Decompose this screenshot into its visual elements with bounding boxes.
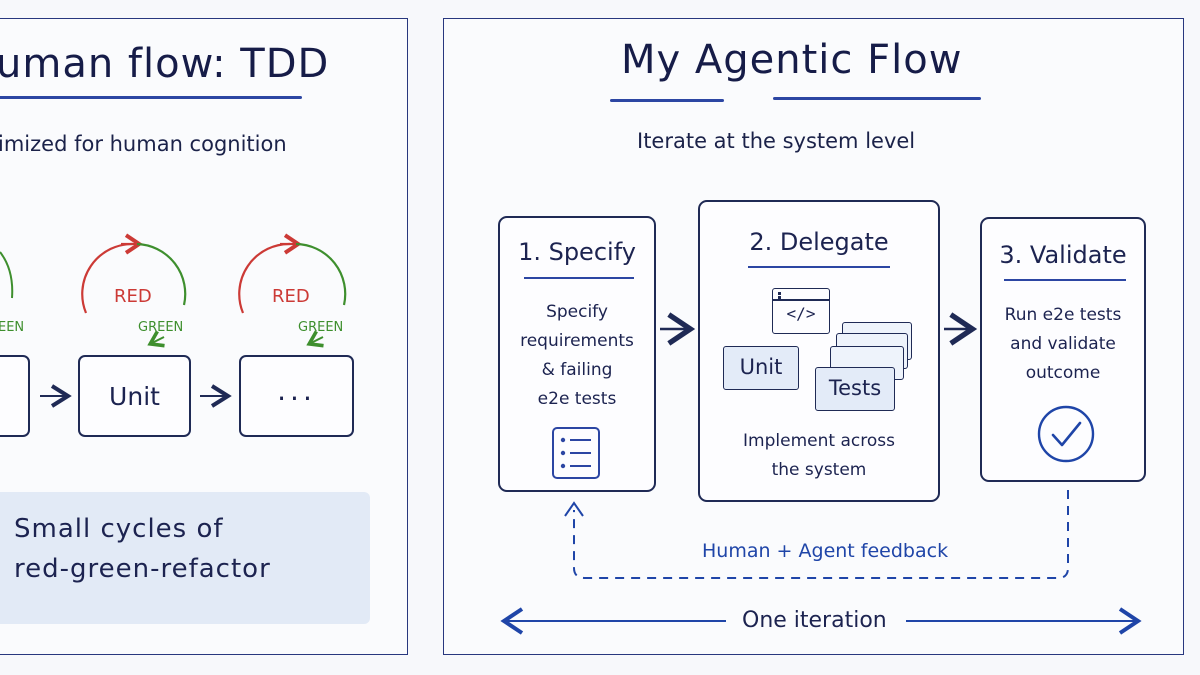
step-specify-box: 1. Specify Specify requirements & failin…	[498, 216, 656, 492]
feedback-loop-arrow	[564, 490, 1069, 579]
step-delegate-title: 2. Delegate	[749, 228, 889, 256]
code-window-symbol: </>	[786, 304, 816, 323]
tests-mini-label: Tests	[828, 376, 882, 400]
left-panel-title: uman flow: TDD	[0, 41, 330, 87]
cycle-2-icon	[238, 233, 347, 348]
step-delegate-body-2: the system	[771, 460, 867, 480]
step-validate-body-2: and validate	[1010, 334, 1116, 354]
step-specify-underline	[524, 277, 634, 279]
cycle-1-red-label: RED	[114, 286, 152, 307]
step-validate-box: 3. Validate Run e2e tests and validate o…	[980, 217, 1146, 482]
ellipsis-box: ...	[239, 355, 354, 437]
step-specify-body-2: requirements	[520, 331, 634, 351]
feedback-label: Human + Agent feedback	[702, 540, 949, 562]
cycle-2-red-label: RED	[272, 286, 310, 307]
check-circle-icon	[1037, 405, 1095, 463]
cycle-0-green-label: EEN	[0, 320, 25, 335]
partial-box	[0, 355, 30, 437]
step-specify-title: 1. Specify	[518, 238, 636, 266]
left-panel-subtitle: imized for human cognition	[0, 132, 287, 156]
right-panel-subtitle: Iterate at the system level	[637, 129, 916, 153]
step-validate-body-3: outcome	[1025, 363, 1101, 383]
checklist-icon	[552, 427, 600, 479]
code-window-icon: </>	[772, 288, 830, 334]
right-panel-title: My Agentic Flow	[621, 37, 963, 83]
unit-box: Unit	[78, 355, 191, 437]
left-title-underline	[0, 96, 302, 99]
summary-line-1: Small cycles of	[14, 514, 224, 544]
right-title-underline-1	[610, 99, 724, 102]
unit-mini-box: Unit	[723, 346, 799, 390]
step-delegate-body-1: Implement across	[743, 431, 895, 451]
cycle-0-icon	[0, 251, 14, 299]
iteration-label: One iteration	[742, 608, 887, 633]
summary-highlight	[0, 492, 370, 624]
ellipsis-box-label: ...	[277, 374, 316, 407]
unit-mini-label: Unit	[739, 355, 783, 379]
code-window-titlebar	[773, 299, 829, 301]
summary-line-2: red-green-refactor	[14, 554, 271, 584]
step-specify-body-1: Specify	[546, 302, 608, 322]
step-validate-title: 3. Validate	[999, 241, 1127, 269]
code-window-dots	[778, 292, 795, 296]
cycle-1-icon	[81, 233, 187, 348]
right-title-underline-2	[773, 97, 981, 100]
step-validate-body-1: Run e2e tests	[1004, 305, 1122, 325]
cycle-2-green-label: GREEN	[298, 320, 344, 335]
step-specify-body-3: & failing	[541, 360, 613, 380]
step-delegate-underline	[748, 266, 890, 268]
step-specify-body-4: e2e tests	[537, 389, 617, 409]
step-validate-underline	[1004, 279, 1126, 281]
unit-box-label: Unit	[109, 382, 160, 411]
tests-mini-box: Tests	[815, 367, 895, 411]
cycle-1-green-label: GREEN	[138, 320, 184, 335]
